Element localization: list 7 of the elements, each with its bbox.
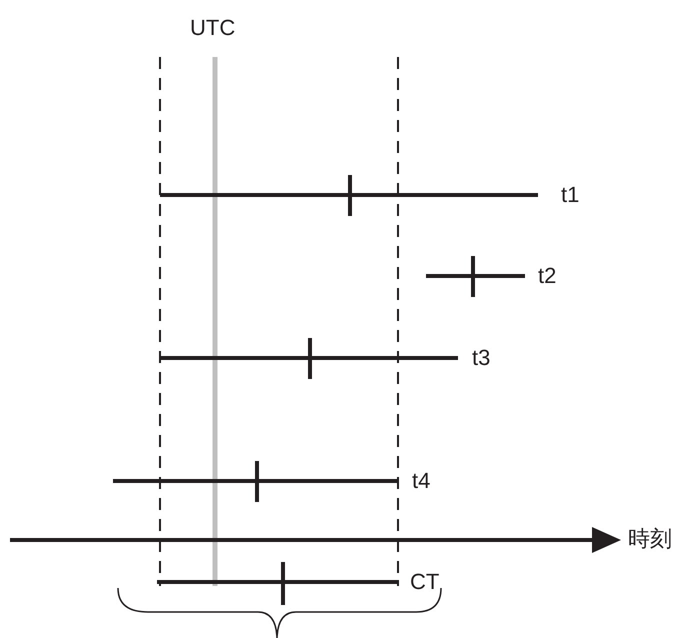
axis-label: 時刻	[628, 528, 672, 550]
interval-label: t1	[561, 184, 580, 206]
interval-label: t4	[412, 470, 430, 492]
interval-label: CT	[410, 571, 440, 593]
interval-label: t2	[538, 265, 556, 287]
interval-label: t3	[472, 347, 490, 369]
reference-label: UTC	[190, 17, 236, 39]
